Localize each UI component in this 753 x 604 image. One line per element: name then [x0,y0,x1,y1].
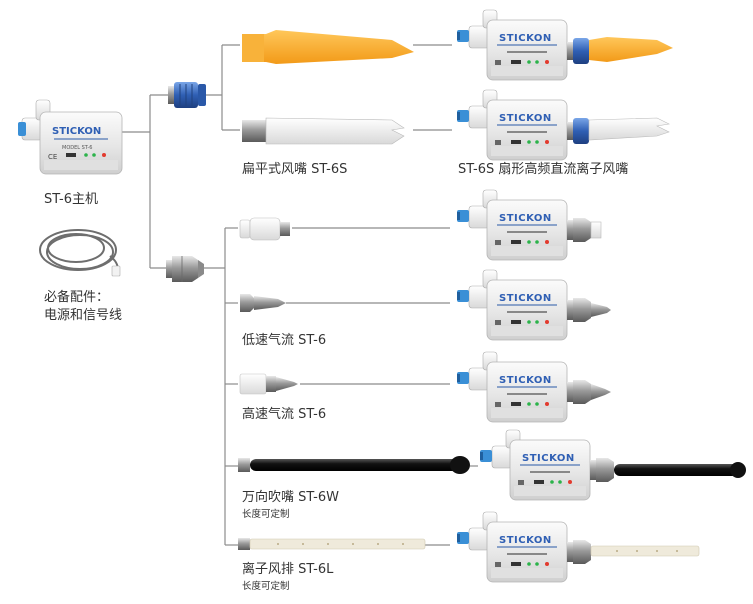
accessories-title: 必备配件： [44,290,110,305]
assembled-st6w [479,429,746,501]
ion-bar-image [238,538,426,550]
metal-coupler-image [166,256,204,282]
ce-mark: CE [48,153,57,161]
low-speed-label: 低速气流 ST-6 [242,333,327,348]
assembled-st6s-white [456,89,670,161]
ion-bar-label: 离子风排 ST-6L [242,562,334,577]
flex-nozzle-label: 万向吹嘴 ST-6W [242,490,339,505]
flex-gooseneck-image [238,456,470,474]
low-speed-nozzle-image [240,294,286,312]
white-fan-nozzle-image [242,117,405,145]
power-signal-cable-image [39,229,121,277]
main-unit-model: MODEL ST-6 [62,145,92,151]
accessories-desc: 电源和信号线 [44,308,123,323]
main-unit-label: ST-6主机 [44,192,98,207]
blue-coupler-image [168,82,206,108]
assembled-st6-low-speed [456,269,611,341]
high-speed-nozzle-image [239,373,298,395]
assembled-st6-connector [456,189,602,261]
straight-connector-image [239,217,290,241]
fan-nozzle-label: 扁平式风嘴 ST-6S [242,162,348,177]
high-speed-label: 高速气流 ST-6 [242,407,327,422]
orange-fan-nozzle-image [242,30,414,64]
main-unit-image: STICKON MODEL ST-6 CE [18,99,123,175]
assembled-st6s-orange [456,9,673,81]
assembled-st6l [456,511,700,583]
ion-bar-note: 长度可定制 [242,581,290,592]
fan-result-label: ST-6S 扇形高频直流离子风嘴 [458,162,629,177]
assembled-st6-high-speed [456,351,611,423]
main-unit-brand: STICKON [52,126,101,137]
flex-nozzle-note: 长度可定制 [242,509,290,520]
